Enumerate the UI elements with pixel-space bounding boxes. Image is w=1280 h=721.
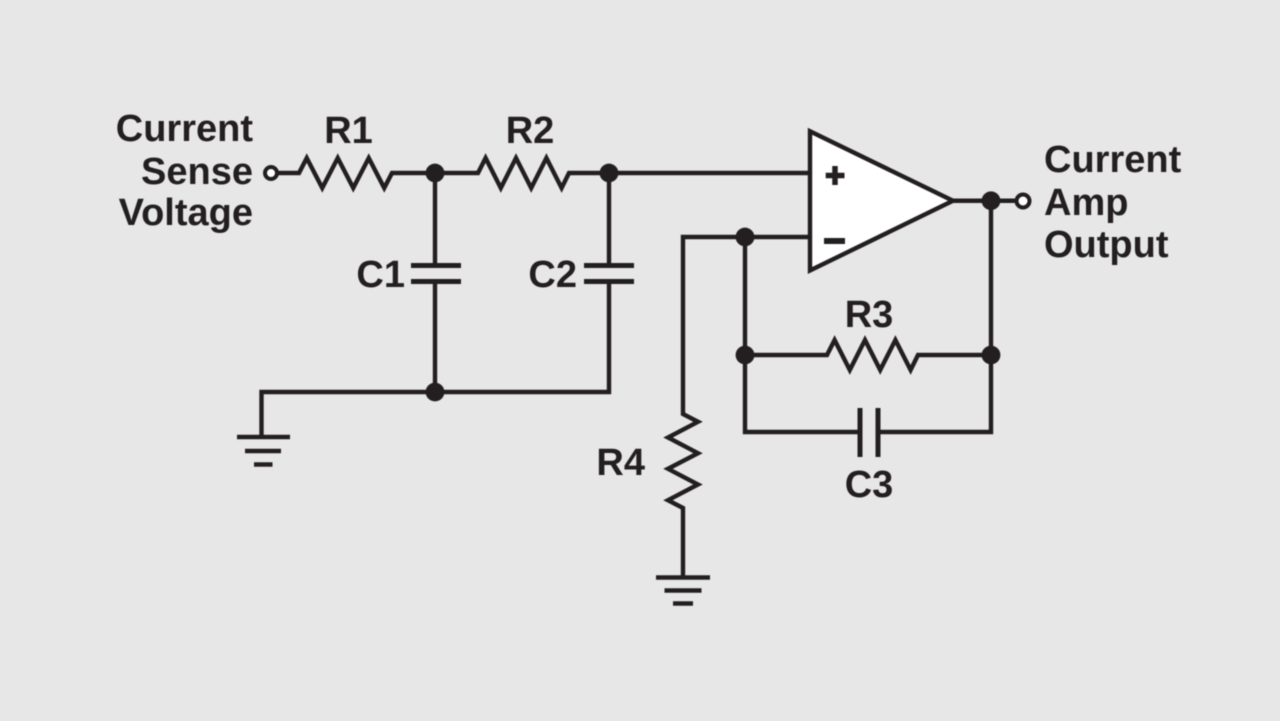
svg-text:C2: C2 — [528, 254, 577, 296]
svg-text:R2: R2 — [506, 110, 555, 152]
svg-text:Sense: Sense — [141, 151, 253, 193]
svg-text:Voltage: Voltage — [119, 192, 253, 234]
svg-text:Current: Current — [1044, 139, 1182, 181]
svg-text:Current: Current — [116, 108, 254, 150]
svg-text:Output: Output — [1044, 224, 1169, 266]
svg-text:C1: C1 — [356, 254, 405, 296]
svg-text:R3: R3 — [845, 294, 894, 336]
svg-text:R1: R1 — [324, 110, 373, 152]
svg-text:R4: R4 — [596, 442, 645, 484]
svg-text:C3: C3 — [845, 464, 894, 506]
svg-text:Amp: Amp — [1044, 182, 1128, 224]
